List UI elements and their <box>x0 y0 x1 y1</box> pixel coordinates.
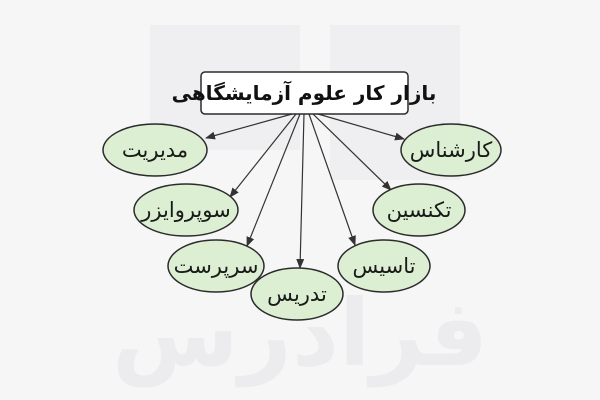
branch-management-label: مدیریت <box>122 138 188 162</box>
branch-expert-label: کارشناس <box>410 138 493 162</box>
branch-head-nurse: سرپرست <box>167 239 265 293</box>
root-node-label: بازار کار علوم آزمایشگاهی <box>172 80 437 105</box>
branch-supervisor: سوپروایزر <box>133 183 239 237</box>
edge-to-technician <box>312 113 392 191</box>
branch-teaching-label: تدریس <box>267 282 327 306</box>
branch-management: مدیریت <box>102 123 208 177</box>
branch-expert: کارشناس <box>400 123 502 177</box>
edges <box>205 113 405 269</box>
branch-head-nurse-shape <box>167 239 265 293</box>
branch-technician: تکنسین <box>372 183 466 237</box>
branch-supervisor-shape <box>133 183 239 237</box>
branch-head-nurse-label: سرپرست <box>174 254 259 278</box>
edge-to-expert <box>317 113 405 141</box>
branch-supervisor-label: سوپروایزر <box>140 198 230 222</box>
edge-to-head-nurse <box>246 113 301 247</box>
edge-to-teaching <box>296 113 305 269</box>
branch-teaching: تدریس <box>250 267 344 321</box>
branch-management-shape <box>102 123 208 177</box>
branch-founding: تاسیس <box>337 239 431 293</box>
edge-to-supervisor <box>229 113 297 198</box>
edge-to-management <box>205 113 293 140</box>
branch-technician-shape <box>372 183 466 237</box>
branch-expert-shape <box>400 123 502 177</box>
branch-technician-label: تکنسین <box>387 198 452 222</box>
root-node-box <box>200 71 409 115</box>
edge-to-founding <box>308 113 356 246</box>
root-node: بازار کار علوم آزمایشگاهی <box>172 71 437 115</box>
branch-founding-shape <box>337 239 431 293</box>
branch-teaching-shape <box>250 267 344 321</box>
branch-founding-label: تاسیس <box>353 254 416 278</box>
